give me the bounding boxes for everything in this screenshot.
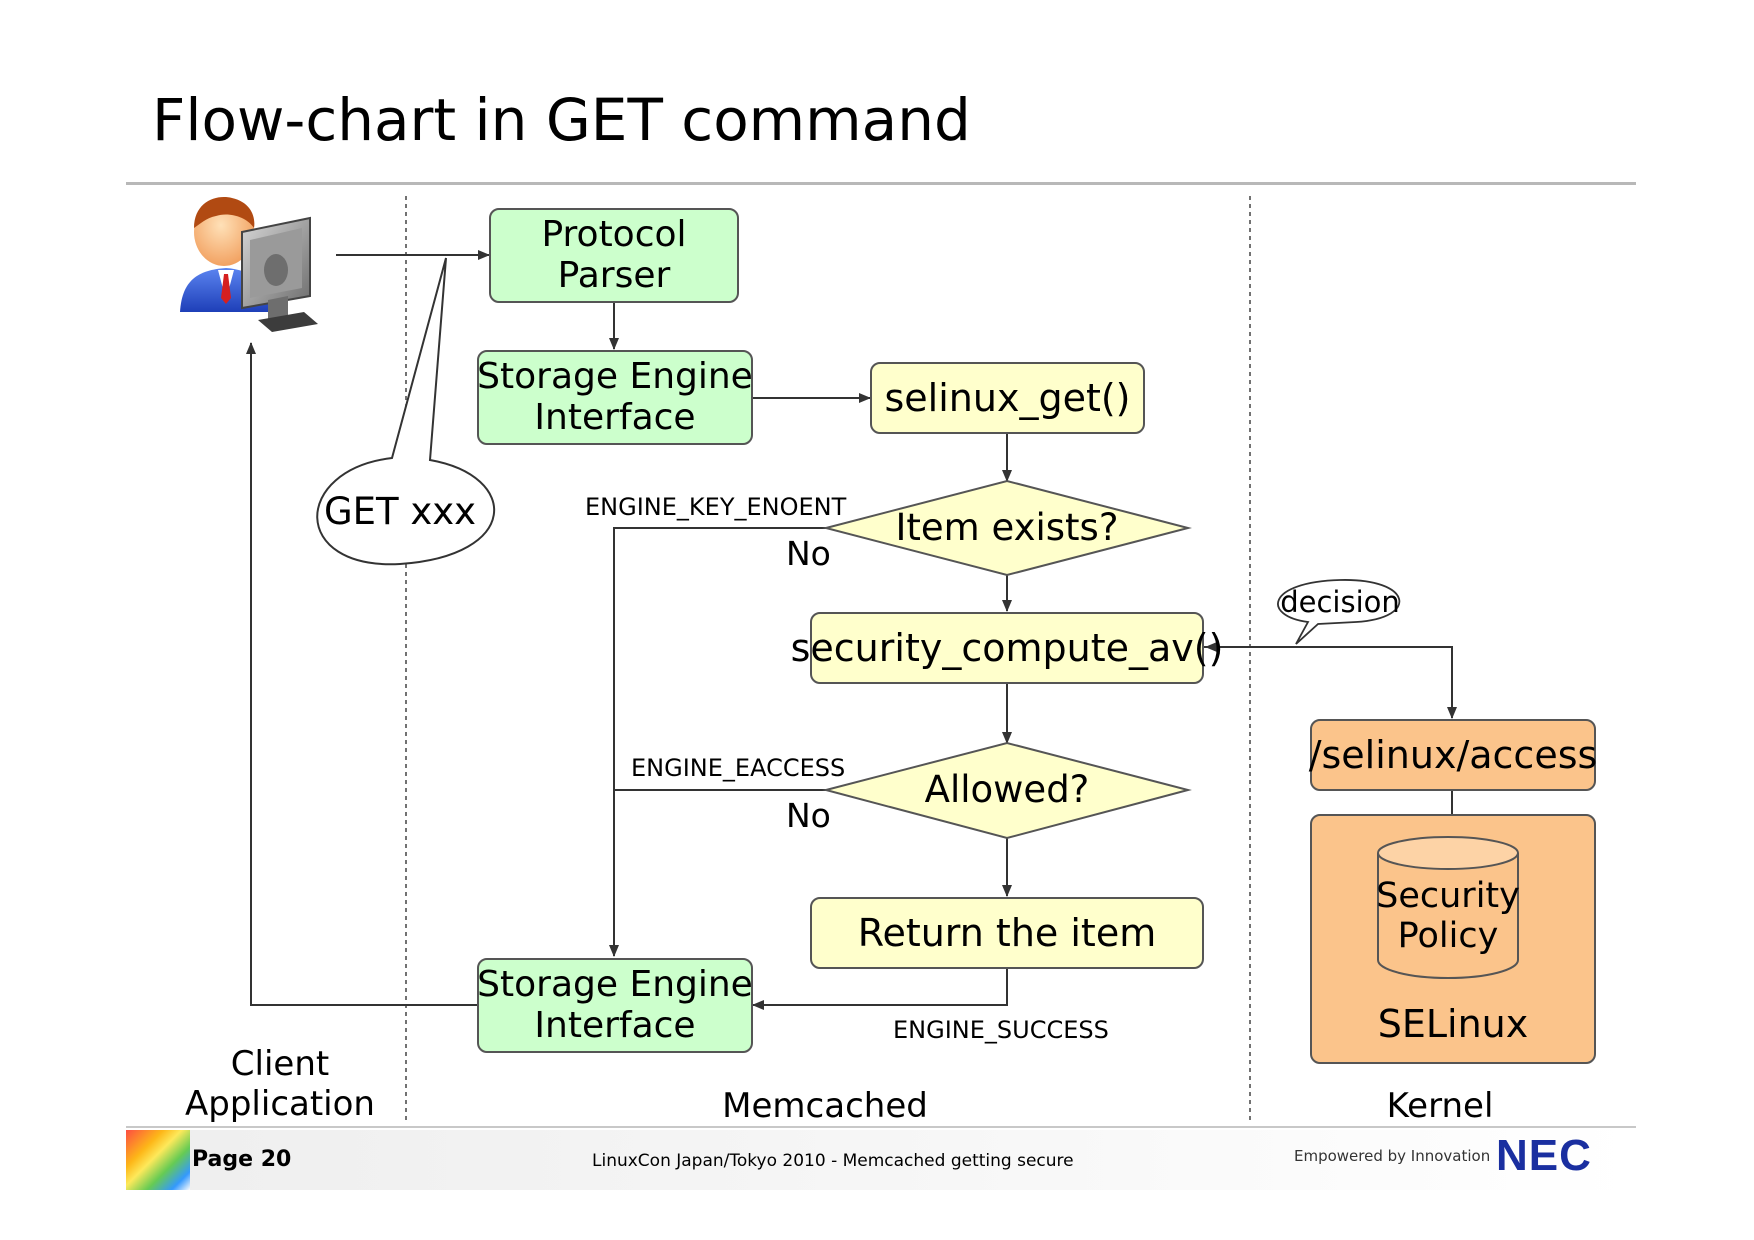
get-xxx-callout: GET xxx bbox=[323, 490, 477, 533]
return-the-item-box: Return the item bbox=[810, 897, 1204, 969]
selinux-access-box: /selinux/access bbox=[1308, 719, 1598, 791]
selinux-label: SELinux bbox=[1377, 1002, 1529, 1047]
edge-item-exists-no bbox=[609, 527, 826, 957]
storage-engine-interface-bottom-box: Storage Engine Interface bbox=[477, 958, 753, 1053]
nec-logo: NEC bbox=[1496, 1131, 1592, 1180]
engine-key-enoent-label: ENGINE_KEY_ENOENT bbox=[585, 493, 847, 521]
decision-callout: decision bbox=[1280, 585, 1400, 619]
selinux-access-label: /selinux/access bbox=[1308, 732, 1598, 777]
storage-engine-interface-top-box: Storage Engine Interface bbox=[477, 350, 753, 445]
item-exists-diamond bbox=[822, 479, 1192, 577]
engine-success-label: ENGINE_SUCCESS bbox=[893, 1016, 1109, 1044]
protocol-parser-box: Protocol Parser bbox=[489, 208, 739, 303]
edge-return-to-storage-bottom bbox=[752, 968, 1008, 1010]
allowed-diamond bbox=[822, 741, 1192, 840]
edge-compute-av-to-access bbox=[1204, 646, 1457, 719]
engine-eaccess-label: ENGINE_EACCESS bbox=[631, 754, 846, 782]
selinux-get-label: selinux_get() bbox=[884, 375, 1131, 420]
get-xxx-bubble bbox=[316, 257, 496, 566]
security-compute-av-label: security_compute_av() bbox=[790, 625, 1224, 670]
zone-label-kernel: Kernel bbox=[1386, 1086, 1494, 1126]
no-label-allowed: No bbox=[786, 796, 831, 835]
title-divider bbox=[126, 182, 1636, 185]
storage-engine-interface-bottom-label: Storage Engine Interface bbox=[477, 964, 753, 1046]
footer-rainbow-graphic bbox=[126, 1130, 190, 1190]
security-compute-av-box: security_compute_av() bbox=[791, 612, 1223, 684]
zone-label-client-application: Client Application bbox=[185, 1044, 375, 1124]
no-label-item-exists: No bbox=[786, 534, 831, 573]
protocol-parser-label: Protocol Parser bbox=[541, 214, 687, 296]
user-at-computer-icon bbox=[180, 197, 318, 332]
storage-engine-interface-top-label: Storage Engine Interface bbox=[477, 356, 753, 438]
allowed-label: Allowed? bbox=[924, 768, 1090, 811]
database-cylinder-icon bbox=[1377, 836, 1519, 979]
edge-storage-bottom-to-client bbox=[246, 342, 477, 1006]
page-number: Page 20 bbox=[192, 1147, 292, 1172]
slide-title: Flow-chart in GET command bbox=[152, 86, 971, 154]
return-the-item-label: Return the item bbox=[857, 910, 1157, 955]
footer-divider bbox=[126, 1126, 1636, 1128]
decision-bubble bbox=[1277, 579, 1401, 645]
zone-label-memcached: Memcached bbox=[722, 1086, 928, 1126]
footer-tagline: Empowered by Innovation bbox=[1294, 1147, 1491, 1165]
security-policy-label: Security Policy bbox=[1376, 876, 1520, 956]
item-exists-label: Item exists? bbox=[895, 506, 1119, 549]
footer-band bbox=[126, 1130, 1636, 1190]
selinux-get-box: selinux_get() bbox=[870, 362, 1145, 434]
footer-conference-text: LinuxCon Japan/Tokyo 2010 - Memcached ge… bbox=[592, 1151, 1074, 1171]
